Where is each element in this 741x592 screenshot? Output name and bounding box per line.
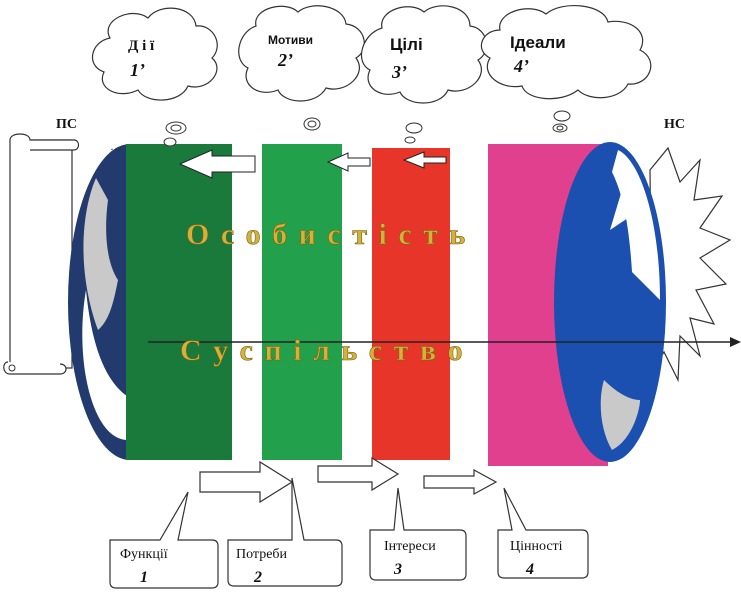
callout-num-2: 2 <box>253 569 262 586</box>
thought-cloud-1 <box>92 7 218 147</box>
society-text: С у с п і л ь с т в о <box>180 334 465 367</box>
thought-num-4: 4’ <box>513 56 529 76</box>
callout-4 <box>497 487 589 579</box>
band-2 <box>262 144 342 460</box>
thought-num-3: 3’ <box>391 62 407 82</box>
thought-label-4: Ідеали <box>510 33 566 52</box>
thought-num-1b: 1’ <box>130 60 145 80</box>
axis-arrowhead <box>730 337 741 347</box>
thought-label-2: Мотиви <box>268 33 313 47</box>
callout-3 <box>369 487 467 581</box>
band-3 <box>372 148 450 460</box>
thought-label-1: Д і ї <box>128 38 155 54</box>
band-1 <box>126 144 232 460</box>
callout-label-1: Функції <box>120 547 168 562</box>
callout-1 <box>109 491 219 589</box>
thought-cloud-2 <box>238 5 365 131</box>
dots-text: … <box>110 139 122 153</box>
starburst-shape <box>649 146 732 383</box>
callout-num-3: 3 <box>393 561 402 578</box>
callout-num-1: 1 <box>140 569 148 586</box>
thought-cloud-3 <box>360 5 487 144</box>
callout-num-4: 4 <box>525 561 534 578</box>
scroll-icon <box>3 133 80 375</box>
thought-num-2: 2’ <box>277 50 293 70</box>
right-cylinder-cap <box>554 142 666 462</box>
thought-label-3: Цілі <box>390 35 423 54</box>
callout-label-3: Інтереси <box>384 539 436 554</box>
left-label: ПС <box>56 117 77 132</box>
personality-text: О с о б и с т і с т ь <box>186 218 467 251</box>
callout-2 <box>227 477 343 587</box>
flow-arrows-top <box>178 149 447 179</box>
callout-label-2: Потреби <box>236 547 288 562</box>
gap-3 <box>450 148 488 460</box>
callout-label-4: Цінності <box>510 539 563 554</box>
right-label: НС <box>664 117 685 132</box>
gap-1 <box>232 144 262 460</box>
flow-arrows-bottom <box>199 456 498 504</box>
thought-cloud-4 <box>480 4 652 133</box>
gap-2 <box>342 144 372 460</box>
